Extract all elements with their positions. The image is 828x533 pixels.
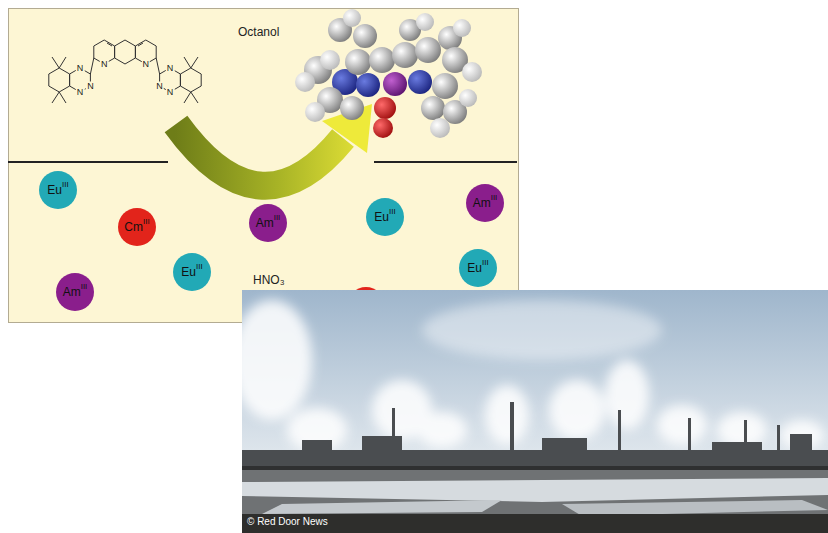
- phase-label: Octanol: [238, 26, 279, 38]
- atom-label: N: [142, 60, 151, 69]
- oxidation-state: III: [143, 218, 150, 226]
- watermark: © Red Door News: [247, 517, 328, 527]
- oxidation-state: III: [81, 283, 88, 291]
- oxidation-state: III: [196, 263, 203, 271]
- element-symbol: Cm: [124, 221, 143, 233]
- element-symbol: Eu: [374, 211, 389, 223]
- industrial-photo: [242, 290, 828, 533]
- ion-circle: AmIII: [56, 273, 94, 311]
- element-symbol: Am: [256, 217, 274, 229]
- oxidation-state: III: [274, 214, 281, 222]
- element-symbol: Eu: [467, 262, 482, 274]
- atom-label: N: [155, 82, 164, 91]
- ion-circle: EuIII: [173, 253, 211, 291]
- ion-circle: CmIII: [118, 208, 156, 246]
- atom-label: N: [166, 64, 175, 73]
- oxidation-state: III: [482, 259, 489, 267]
- element-symbol: Eu: [181, 266, 196, 278]
- atom-label: N: [166, 88, 175, 97]
- ion-circle: EuIII: [366, 198, 404, 236]
- ion-circle: EuIII: [39, 171, 77, 209]
- atom-label: N: [76, 88, 85, 97]
- element-symbol: Am: [63, 286, 81, 298]
- ion-circle: AmIII: [466, 184, 504, 222]
- atom-label: N: [100, 60, 109, 69]
- oxidation-state: III: [491, 194, 498, 202]
- oxidation-state: III: [389, 208, 396, 216]
- ion-circle: AmIII: [249, 204, 287, 242]
- phase-label: HNO₃: [253, 274, 285, 286]
- ion-circle: EuIII: [459, 249, 497, 287]
- atom-label: N: [76, 64, 85, 73]
- element-symbol: Eu: [47, 184, 62, 196]
- element-symbol: Am: [473, 197, 491, 209]
- oxidation-state: III: [62, 181, 69, 189]
- atom-label: N: [86, 82, 95, 91]
